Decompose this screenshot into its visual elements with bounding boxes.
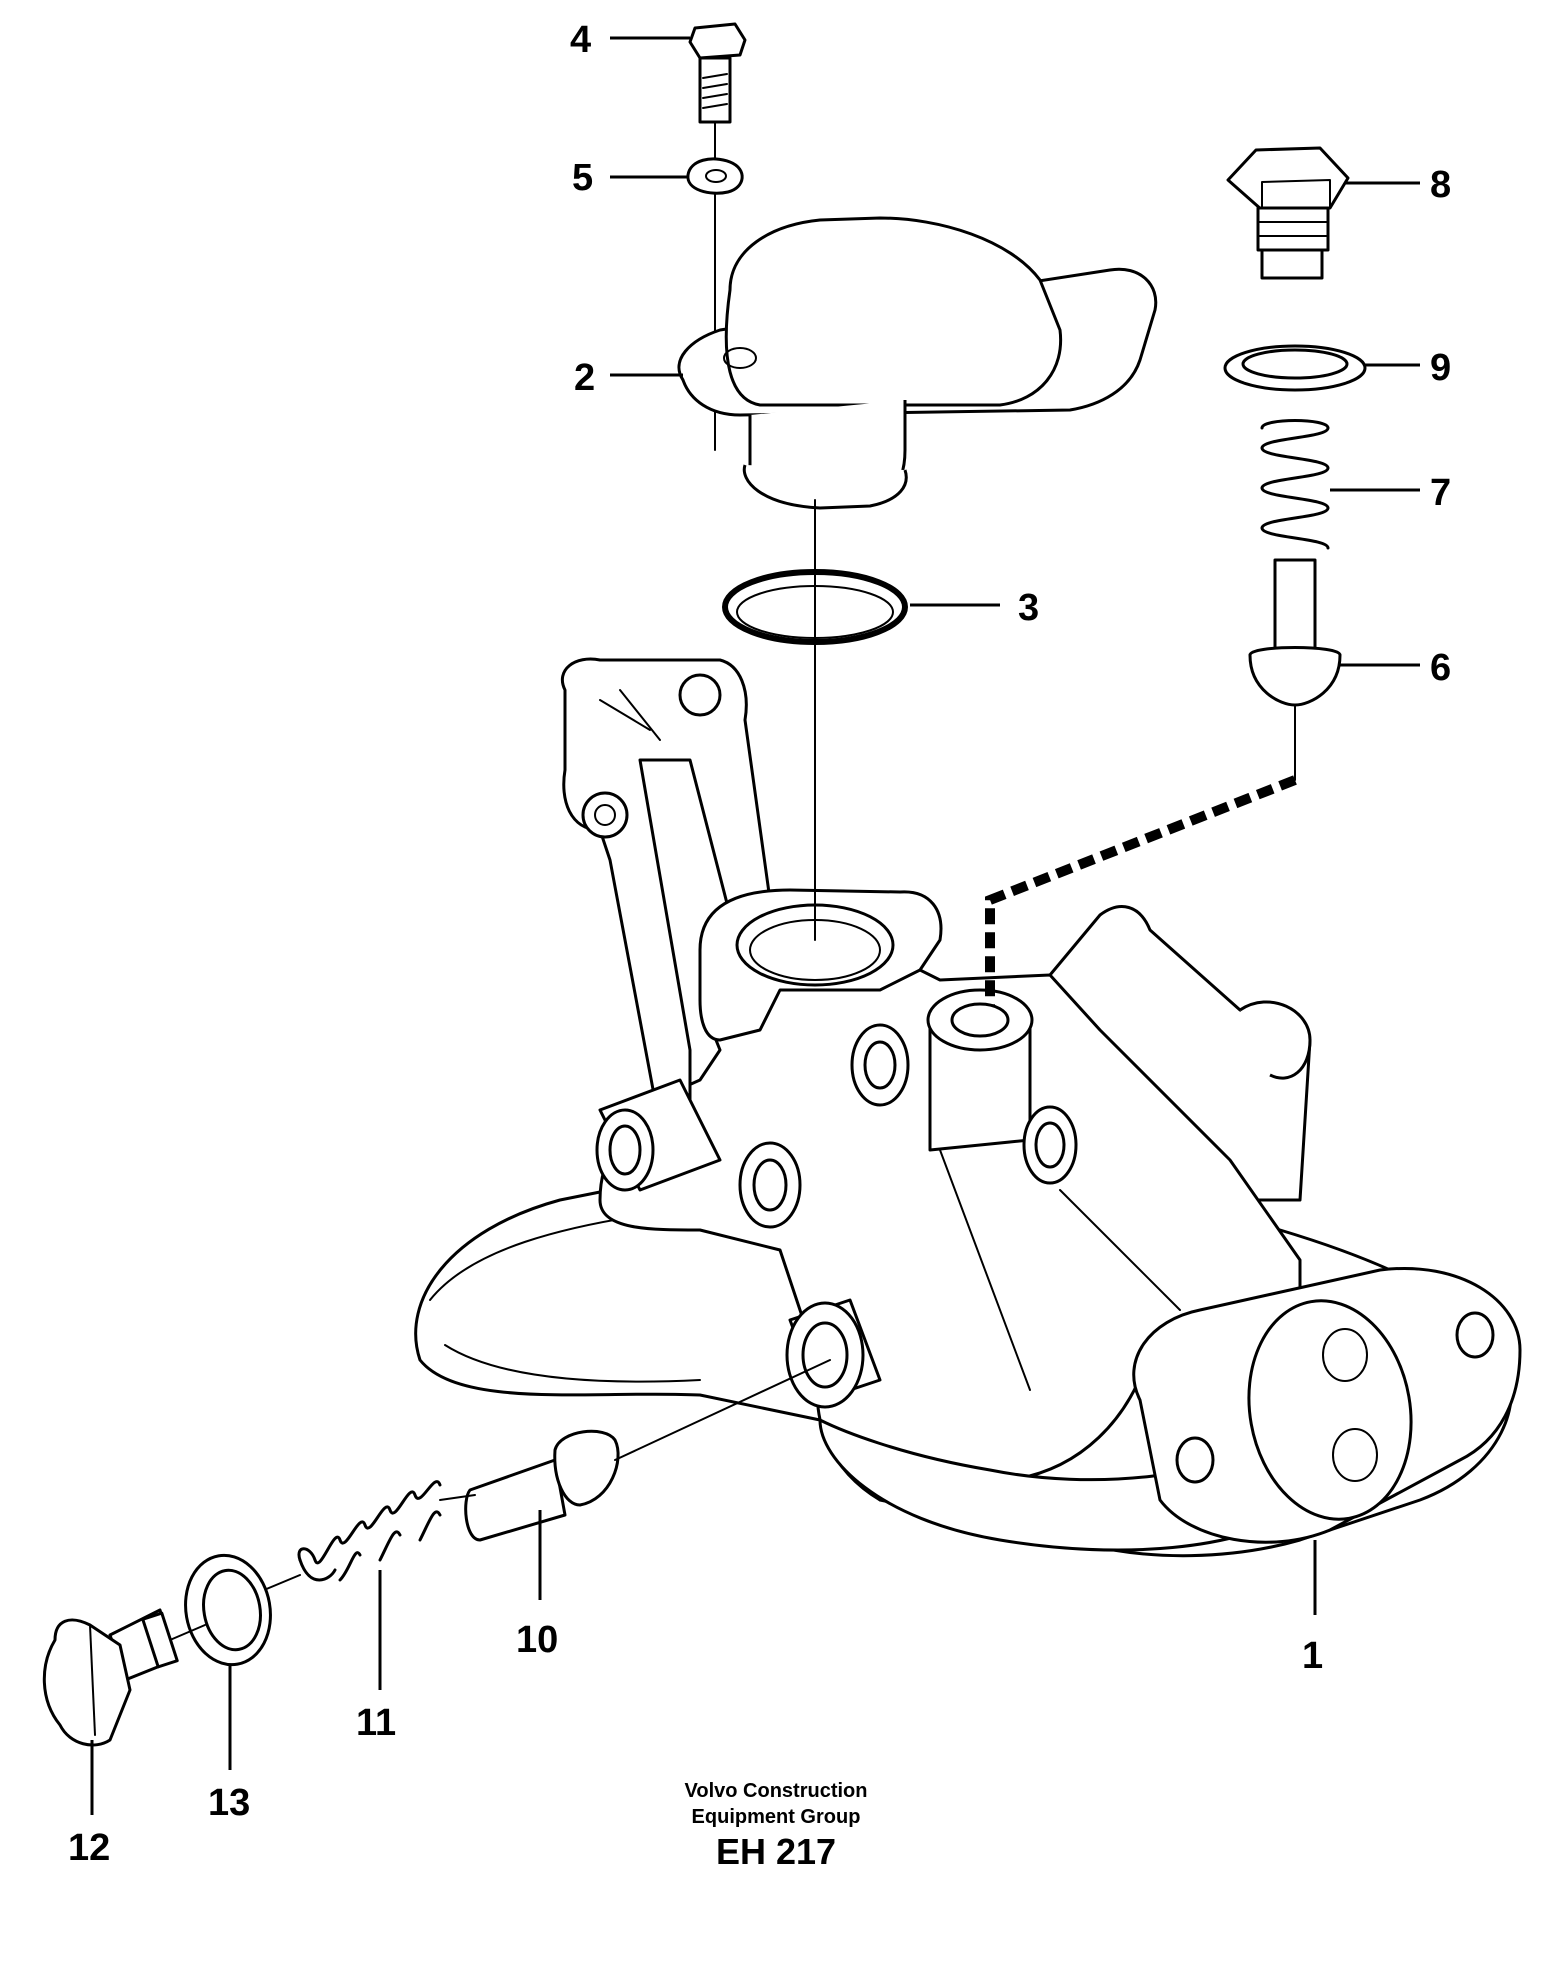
spring-upper xyxy=(1260,419,1330,550)
callout-5: 5 xyxy=(572,157,593,199)
diagram-code: EH 217 xyxy=(715,1831,837,1872)
callout-2: 2 xyxy=(574,357,595,399)
callout-11: 11 xyxy=(356,1702,396,1744)
port-lower xyxy=(785,1298,882,1409)
valve-housing xyxy=(414,657,1522,1558)
callout-1: 1 xyxy=(1302,1635,1323,1677)
callout-12: 12 xyxy=(68,1827,110,1869)
callout-labels: 4 5 2 3 8 9 7 6 1 10 11 13 12 xyxy=(68,19,1451,1869)
spring-lower xyxy=(239,1480,476,1601)
callout-8: 8 xyxy=(1430,164,1451,206)
lock-washer xyxy=(686,157,744,195)
callout-10: 10 xyxy=(516,1619,558,1661)
leader-lines xyxy=(90,36,1420,1815)
piston-upper xyxy=(1248,558,1342,781)
port-front-left xyxy=(738,1141,802,1229)
port-left xyxy=(595,1078,722,1192)
sealing-washer-upper xyxy=(1223,344,1367,392)
callout-7: 7 xyxy=(1430,472,1451,514)
publisher-line-2: Equipment Group xyxy=(691,1806,861,1828)
sealing-washer-lower xyxy=(169,1553,272,1667)
publisher-footer: Volvo Construction Equipment Group EH 21… xyxy=(0,1778,1552,1874)
plug-lower xyxy=(42,1608,179,1747)
callout-13: 13 xyxy=(208,1782,250,1824)
port-front-right xyxy=(1022,1105,1078,1185)
publisher-line-1: Volvo Construction xyxy=(684,1780,868,1802)
callout-4: 4 xyxy=(570,19,591,61)
plug-upper xyxy=(1226,146,1350,280)
callout-9: 9 xyxy=(1430,347,1451,389)
port-front-center xyxy=(850,1023,910,1107)
callout-6: 6 xyxy=(1430,647,1451,689)
valve-cover xyxy=(677,216,1158,510)
callout-3: 3 xyxy=(1018,587,1039,629)
